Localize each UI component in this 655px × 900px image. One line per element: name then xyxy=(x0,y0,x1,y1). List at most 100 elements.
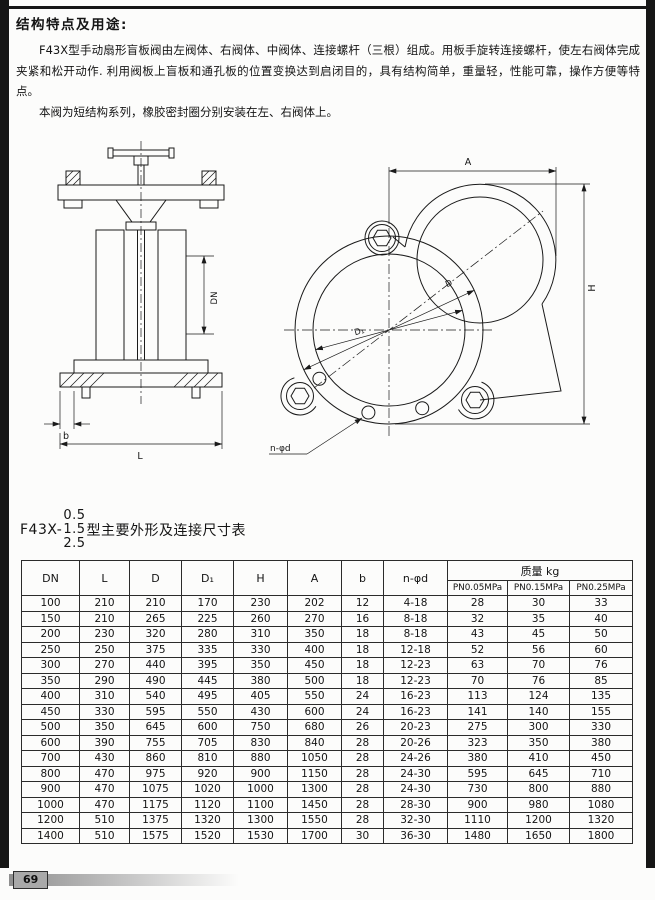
table-cell: 28 xyxy=(341,812,384,829)
table-title-variant-stack: 0.5 1.5 2.5 xyxy=(63,508,86,551)
table-cell: 210 xyxy=(129,595,182,612)
table-header: DN L D D₁ H A b n-φd 质量 kg PN0.05MPa PN0… xyxy=(21,560,633,596)
table-cell: 430 xyxy=(233,703,288,720)
dim-label-l: L xyxy=(137,451,143,462)
intro-paragraph: 本阀为短结构系列，橡胶密封圈分别安装在左、右阀体上。 xyxy=(39,105,338,120)
dim-label-b: b xyxy=(63,431,69,442)
table-cell: 1110 xyxy=(447,812,508,829)
table-cell: 12 xyxy=(341,595,384,612)
table-cell: 12-23 xyxy=(383,657,448,674)
table-cell: 840 xyxy=(287,734,342,751)
table-cell: 290 xyxy=(79,672,130,689)
table-cell: 700 xyxy=(21,750,80,767)
table-cell: 32-30 xyxy=(383,812,448,829)
table-cell: 710 xyxy=(569,765,633,782)
table-cell: 200 xyxy=(21,626,80,643)
table-cell: 24-30 xyxy=(383,781,448,798)
table-cell: 20-23 xyxy=(383,719,448,736)
table-cell: 330 xyxy=(79,703,130,720)
table-cell: 755 xyxy=(129,734,182,751)
table-cell: 375 xyxy=(129,641,182,658)
table-cell: 230 xyxy=(233,595,288,612)
col-header-a: A xyxy=(287,560,342,596)
table-cell: 600 xyxy=(21,734,80,751)
table-cell: 1520 xyxy=(181,827,234,844)
table-cell: 880 xyxy=(233,750,288,767)
table-cell: 400 xyxy=(287,641,342,658)
table-cell: 1100 xyxy=(233,796,288,813)
table-cell: 645 xyxy=(507,765,570,782)
table-cell: 28 xyxy=(341,750,384,767)
table-cell: 45 xyxy=(507,626,570,643)
table-cell: 1530 xyxy=(233,827,288,844)
table-cell: 141 xyxy=(447,703,508,720)
table-cell: 70 xyxy=(507,657,570,674)
col-header-d: D xyxy=(129,560,182,596)
col-header-b: b xyxy=(341,560,384,596)
table-cell: 400 xyxy=(21,688,80,705)
col-header-h: H xyxy=(233,560,288,596)
table-title: F43X- 0.5 1.5 2.5 型主要外形及连接尺寸表 xyxy=(20,508,246,551)
technical-drawings: DN b L xyxy=(0,138,655,478)
table-cell: 202 xyxy=(287,595,342,612)
variant-0.5: 0.5 xyxy=(63,508,86,523)
table-cell: 705 xyxy=(181,734,234,751)
table-cell: 210 xyxy=(79,610,130,627)
table-cell: 1300 xyxy=(287,781,342,798)
table-cell: 28 xyxy=(341,734,384,751)
table-cell: 900 xyxy=(233,765,288,782)
table-cell: 975 xyxy=(129,765,182,782)
valve-side-view-drawing: DN b L xyxy=(44,141,225,462)
table-cell: 330 xyxy=(569,719,633,736)
table-cell: 800 xyxy=(21,765,80,782)
table-cell: 330 xyxy=(233,641,288,658)
table-cell: 1075 xyxy=(129,781,182,798)
table-cell: 405 xyxy=(233,688,288,705)
table-cell: 350 xyxy=(21,672,80,689)
table-cell: 600 xyxy=(287,703,342,720)
table-cell: 510 xyxy=(79,812,130,829)
table-cell: 880 xyxy=(569,781,633,798)
dim-label-a: A xyxy=(465,157,472,168)
col-header-d1: D₁ xyxy=(181,560,234,596)
table-cell: 730 xyxy=(447,781,508,798)
table-cell: 920 xyxy=(181,765,234,782)
table-cell: 450 xyxy=(21,703,80,720)
variant-1.5: 1.5 xyxy=(63,522,86,538)
footer-bar xyxy=(9,874,239,886)
table-cell: 335 xyxy=(181,641,234,658)
table-cell: 20-26 xyxy=(383,734,448,751)
table-cell: 430 xyxy=(79,750,130,767)
table-cell: 8-18 xyxy=(383,626,448,643)
table-cell: 35 xyxy=(507,610,570,627)
table-cell: 410 xyxy=(507,750,570,767)
col-header-pn025: PN0.25MPa xyxy=(569,580,633,596)
table-cell: 810 xyxy=(181,750,234,767)
table-cell: 350 xyxy=(287,626,342,643)
table-cell: 18 xyxy=(341,657,384,674)
table-cell: 450 xyxy=(287,657,342,674)
table-cell: 30 xyxy=(341,827,384,844)
table-cell: 1375 xyxy=(129,812,182,829)
table-cell: 1320 xyxy=(181,812,234,829)
table-cell: 210 xyxy=(79,595,130,612)
table-cell: 225 xyxy=(181,610,234,627)
dim-label-n-phi-d: n-φd xyxy=(270,444,291,454)
table-cell: 1020 xyxy=(181,781,234,798)
dim-label-h: H xyxy=(587,284,598,291)
table-cell: 1200 xyxy=(21,812,80,829)
table-cell: 50 xyxy=(569,626,633,643)
table-cell: 323 xyxy=(447,734,508,751)
table-cell: 860 xyxy=(129,750,182,767)
table-cell: 265 xyxy=(129,610,182,627)
table-cell: 43 xyxy=(447,626,508,643)
table-title-prefix: F43X- xyxy=(20,522,63,539)
col-header-pn005: PN0.05MPa xyxy=(447,580,508,596)
table-cell: 1400 xyxy=(21,827,80,844)
